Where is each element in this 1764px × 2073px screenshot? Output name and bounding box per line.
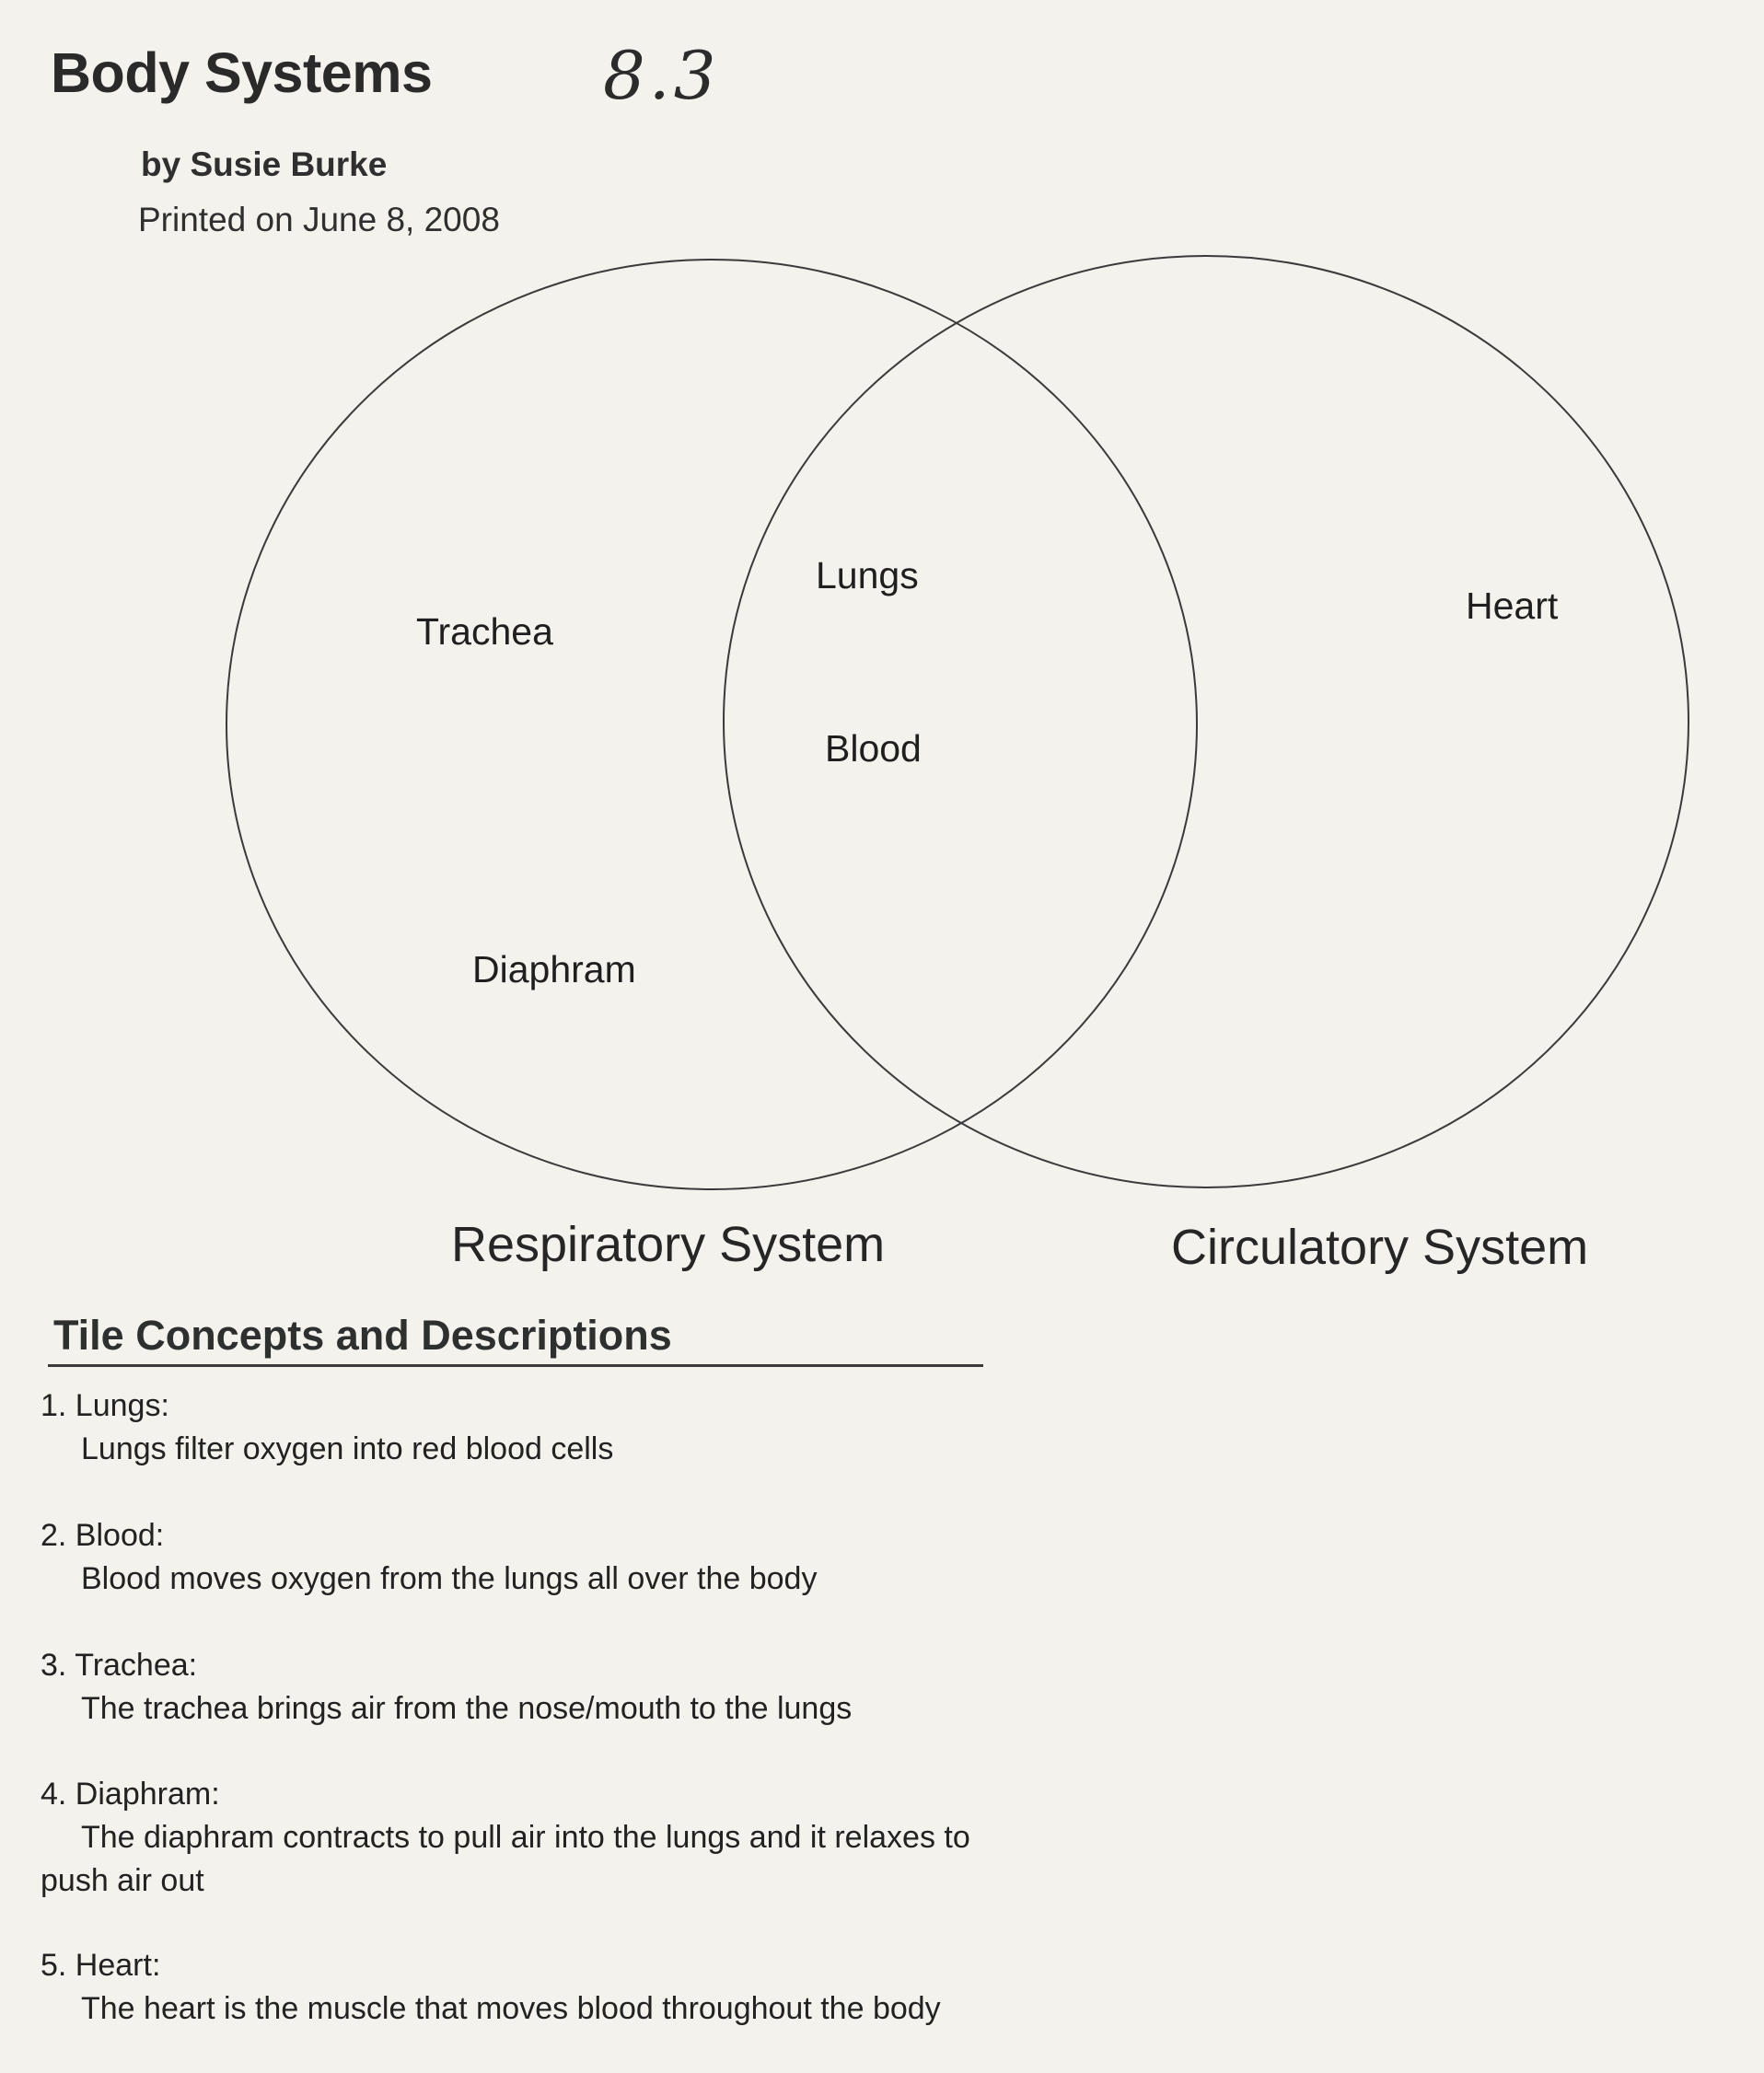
concept-description: Blood moves oxygen from the lungs all ov… bbox=[81, 1561, 818, 1596]
concept-item: 5. Heart: The heart is the muscle that m… bbox=[41, 1944, 998, 2031]
concept-item: 2. Blood: Blood moves oxygen from the lu… bbox=[41, 1514, 998, 1601]
concept-name: 2. Blood: bbox=[41, 1518, 165, 1553]
concept-description: The heart is the muscle that moves blood… bbox=[81, 1991, 941, 2026]
circulatory-circle bbox=[723, 255, 1689, 1188]
heading-underline bbox=[48, 1364, 983, 1367]
venn-diagram: Trachea Diaphram Lungs Blood Heart Respi… bbox=[226, 255, 1689, 1275]
circulatory-caption: Circulatory System bbox=[1171, 1220, 1588, 1275]
concept-name: 4. Diaphram: bbox=[41, 1777, 220, 1812]
venn-item-lungs: Lungs bbox=[816, 554, 919, 596]
concept-name: 3. Trachea: bbox=[41, 1648, 198, 1683]
concept-name: 5. Heart: bbox=[41, 1948, 161, 1983]
venn-item-heart: Heart bbox=[1466, 585, 1559, 627]
concept-name: 1. Lungs: bbox=[41, 1388, 169, 1423]
venn-item-blood: Blood bbox=[825, 727, 922, 770]
concept-description: The trachea brings air from the nose/mou… bbox=[81, 1691, 853, 1726]
author-line: by Susie Burke bbox=[141, 145, 388, 183]
respiratory-circle bbox=[226, 259, 1198, 1190]
concept-item: 3. Trachea: The trachea brings air from … bbox=[41, 1644, 998, 1731]
handwritten-mark: 8.3 bbox=[603, 37, 720, 114]
concept-description: Lungs filter oxygen into red blood cells bbox=[81, 1431, 614, 1466]
printed-date: Printed on June 8, 2008 bbox=[138, 201, 500, 238]
page-title: Body Systems bbox=[51, 41, 433, 104]
venn-item-trachea: Trachea bbox=[416, 610, 553, 653]
concepts-heading: Tile Concepts and Descriptions bbox=[53, 1312, 672, 1359]
concept-item: 1. Lungs: Lungs filter oxygen into red b… bbox=[41, 1384, 998, 1471]
concept-description: The diaphram contracts to pull air into … bbox=[41, 1820, 970, 1898]
venn-item-diaphram: Diaphram bbox=[472, 948, 636, 990]
respiratory-caption: Respiratory System bbox=[451, 1217, 885, 1272]
concept-item: 4. Diaphram: The diaphram contracts to p… bbox=[41, 1773, 998, 1903]
